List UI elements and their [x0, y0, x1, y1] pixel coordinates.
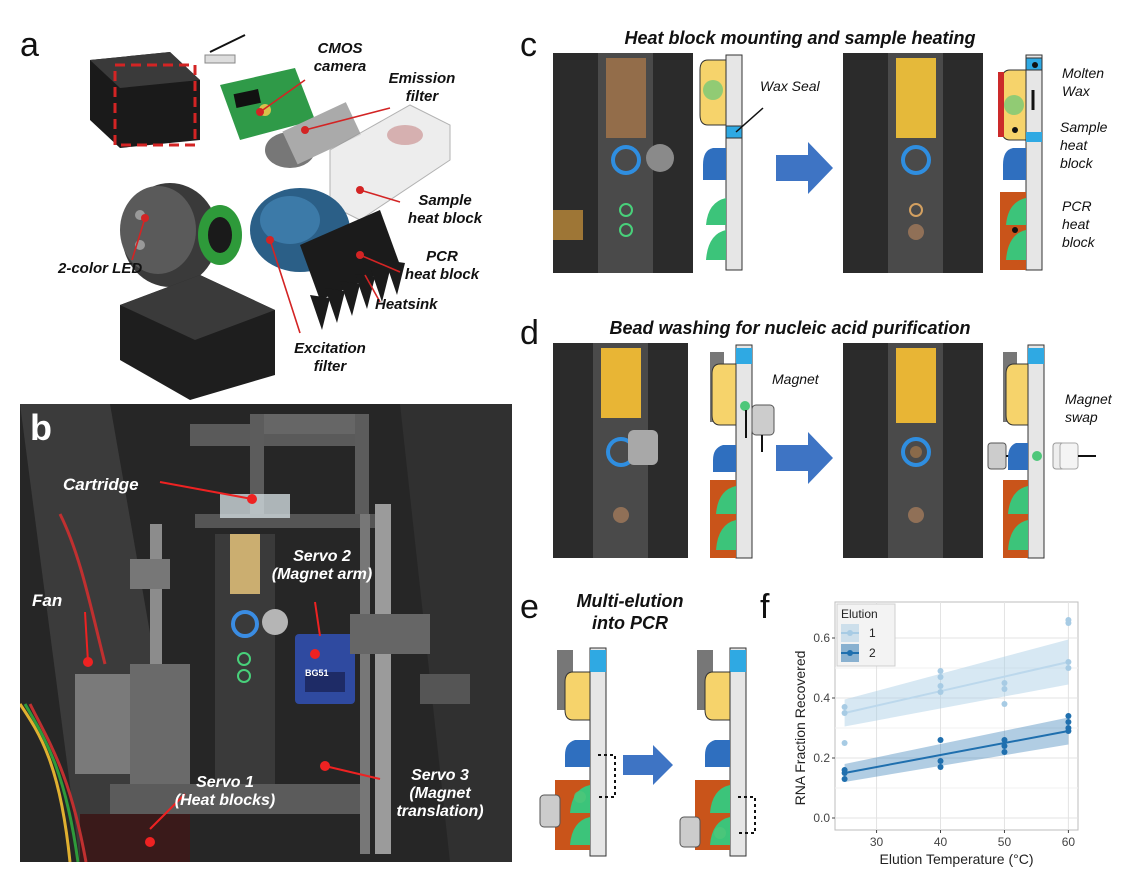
trend-line-1 [844, 661, 1069, 714]
panel-b-letter: b [30, 407, 52, 448]
trend-line-2 [844, 730, 1069, 774]
legend-title: Elution [841, 607, 878, 621]
data-point-series-2 [1001, 749, 1008, 755]
data-point-series-1 [1001, 686, 1008, 692]
label-2-color-led: 2-color LED [58, 260, 143, 277]
label-cmos-camera: CMOS camera [313, 40, 367, 75]
label-servo-2: Servo 2 (Magnet arm) [271, 548, 373, 583]
panel-e-title: Multi-elution into PCR [576, 591, 684, 633]
legend-dot-2 [847, 650, 853, 656]
data-point-series-2 [937, 737, 944, 743]
data-point-series-2 [1065, 719, 1072, 725]
data-point-series-2 [937, 758, 944, 764]
data-point-series-1 [841, 710, 848, 716]
y-tick-label: 0.4 [813, 691, 830, 705]
data-point-series-1 [1065, 665, 1072, 671]
x-tick-label: 40 [934, 835, 948, 849]
data-point-series-1 [1065, 659, 1072, 665]
data-point-series-1 [937, 683, 944, 689]
panel-e-letter: e [520, 588, 539, 626]
data-point-series-1 [1001, 680, 1008, 686]
label-excitation-filter: Excitation filter [294, 340, 366, 375]
data-point-series-2 [841, 776, 848, 782]
data-point-series-2 [841, 767, 848, 773]
data-point-series-1 [841, 704, 848, 710]
label-fan: Fan [32, 591, 63, 610]
label-servo-3: Servo 3 (Magnet translation) [396, 767, 484, 820]
label-sample-heat-block: Sample heat block [407, 192, 483, 227]
data-point-series-2 [1001, 743, 1008, 749]
label-pcr-heat-block-c: PCR heat block [1062, 198, 1095, 250]
label-magnet-swap: Magnet swap [1065, 391, 1112, 425]
label-pcr-heat-block: PCR heat block [404, 248, 480, 283]
label-emission-filter: Emission filter [388, 70, 456, 105]
x-tick-label: 30 [870, 835, 884, 849]
data-point-series-2 [1065, 713, 1072, 719]
label-molten-wax: Molten Wax [1062, 65, 1105, 99]
y-tick-label: 0.0 [813, 811, 830, 825]
data-point-series-1 [1065, 617, 1072, 623]
panel-d-title: Bead washing for nucleic acid purificati… [609, 318, 971, 338]
servo-brand-text: BG51 [305, 668, 329, 678]
data-point-series-1 [937, 668, 944, 674]
panel-c-letter: c [520, 26, 537, 64]
confidence-band-2 [844, 717, 1069, 782]
data-point-series-2 [1065, 728, 1072, 734]
label-magnet: Magnet [772, 371, 819, 387]
data-point-series-1 [937, 689, 944, 695]
x-tick-label: 50 [998, 835, 1012, 849]
data-point-series-1 [937, 674, 944, 680]
y-tick-label: 0.6 [813, 631, 830, 645]
panel-c-diagram [553, 53, 1043, 273]
data-point-series-2 [937, 764, 944, 770]
panel-a-letter: a [20, 26, 39, 64]
label-servo-1: Servo 1 (Heat blocks) [174, 774, 276, 809]
y-tick-label: 0.2 [813, 751, 830, 765]
label-cartridge: Cartridge [63, 475, 139, 494]
data-point-series-1 [841, 740, 848, 746]
confidence-band-1 [844, 639, 1069, 727]
panel-d-diagram [553, 343, 1096, 559]
x-tick-label: 60 [1062, 835, 1076, 849]
panel-c-title: Heat block mounting and sample heating [624, 28, 976, 48]
panel-f-letter: f [760, 588, 770, 626]
x-axis-label: Elution Temperature (°C) [880, 851, 1034, 867]
legend-label-2: 2 [869, 646, 876, 660]
panel-d-letter: d [520, 314, 539, 352]
panel-b-photo [20, 404, 512, 862]
legend-label-1: 1 [869, 626, 876, 640]
data-point-series-2 [1001, 737, 1008, 743]
legend-dot-1 [847, 630, 853, 636]
y-axis-label: RNA Fraction Recovered [792, 651, 808, 806]
panel-e-diagram [539, 647, 756, 857]
data-point-series-1 [1001, 701, 1008, 707]
device-exploded-render [90, 34, 451, 400]
label-sample-heat-block-c: Sample heat block [1060, 119, 1108, 171]
label-wax-seal: Wax Seal [760, 78, 820, 94]
label-heatsink: Heatsink [375, 296, 438, 313]
